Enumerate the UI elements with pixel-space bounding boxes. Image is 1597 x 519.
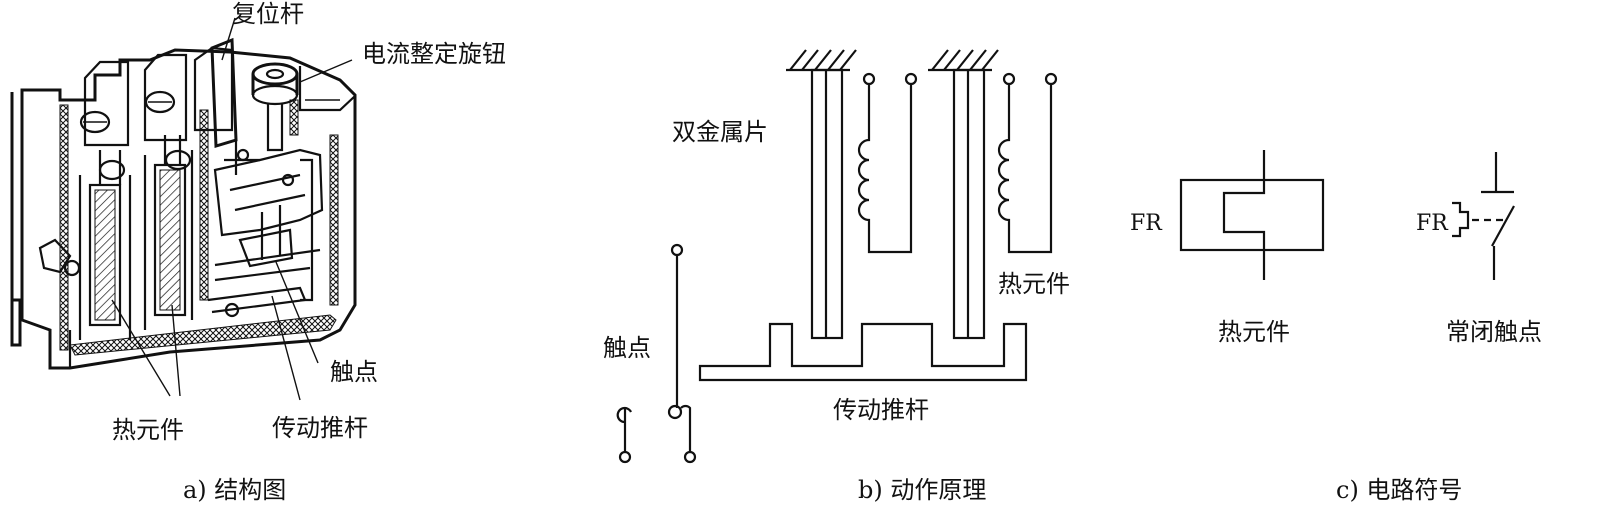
terminals [79,46,234,181]
label-bimetal: 双金属片 [672,118,768,146]
label-fr-heater: FR [1130,211,1163,236]
push-rod [698,322,1028,382]
heating-element-symbol: FR 热元件 [1130,150,1325,346]
contact-mechanism [616,243,697,464]
reset-rod [210,37,260,175]
label-contact-b: 触点 [603,334,651,362]
release-mechanism [207,148,324,318]
label-current-setting-knob: 电流整定旋钮 [362,40,506,68]
caption-b: b) 动作原理 [858,476,986,504]
nc-contact-symbol: FR 常闭触点 [1416,152,1542,346]
relay-housing [10,48,357,370]
current-setting-knob [251,62,299,152]
panel-c-symbols: FR 热元件 FR 常闭触点 c) 电路符号 [1130,150,1542,504]
fixed-supports [786,49,999,72]
label-heating-element-b: 热元件 [998,270,1070,298]
label-reset-rod: 复位杆 [232,0,304,28]
label-fr-contact: FR [1416,211,1449,236]
label-contact-a: 触点 [330,358,378,386]
caption-c: c) 电路符号 [1336,476,1462,504]
label-nc-contact: 常闭触点 [1446,318,1542,346]
panel-a-structure: 复位杆 电流整定旋钮 触点 热元件 传动推杆 a) 结构图 [10,0,506,504]
label-heating-element-a: 热元件 [112,416,184,444]
panel-a-leaders [111,17,353,401]
label-heating-element-c: 热元件 [1218,318,1290,346]
heater-coils [857,72,1058,254]
caption-a: a) 结构图 [183,476,286,504]
bimetal-strips [810,68,986,340]
label-push-rod-a: 传动推杆 [272,414,368,442]
heating-element-coils [38,135,194,340]
panel-b-principle: 双金属片 热元件 触点 传动推杆 b) 动作原理 [603,49,1070,504]
label-push-rod-b: 传动推杆 [833,396,929,424]
